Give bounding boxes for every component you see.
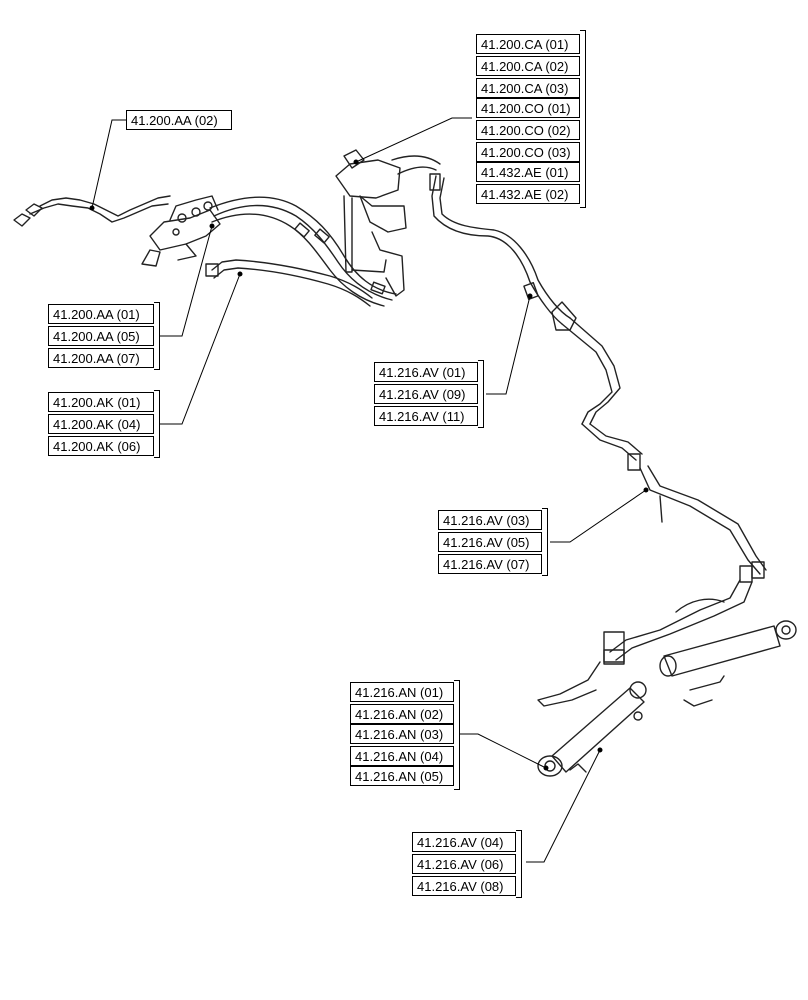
leader-lines: [89, 117, 649, 863]
callout-label: 41.200.AA (05): [48, 326, 154, 346]
callout-label: 41.216.AV (08): [412, 876, 516, 896]
callout-label: 41.216.AN (03): [350, 724, 454, 744]
callout-label: 41.216.AV (07): [438, 554, 542, 574]
callout-label: 41.200.CA (03): [476, 78, 580, 98]
callout-label: 41.432.AE (02): [476, 184, 580, 204]
callout-label: 41.216.AV (05): [438, 532, 542, 552]
callout-label: 41.200.CA (01): [476, 34, 580, 54]
callout-label: 41.216.AV (06): [412, 854, 516, 874]
callout-label: 41.216.AV (03): [438, 510, 542, 530]
callout-bracket: [580, 30, 586, 208]
callout-label: 41.216.AV (11): [374, 406, 478, 426]
callout-label: 41.216.AV (01): [374, 362, 478, 382]
callout-bracket: [154, 302, 160, 370]
callout-bracket: [542, 508, 548, 576]
callout-label: 41.216.AV (04): [412, 832, 516, 852]
callout-bracket: [454, 680, 460, 790]
right-cylinder: [659, 620, 797, 707]
callout-label: 41.216.AV (09): [374, 384, 478, 404]
callout-label: 41.200.CO (02): [476, 120, 580, 140]
callout-label: 41.200.CA (02): [476, 56, 580, 76]
callout-label: 41.200.AA (02): [126, 110, 232, 130]
callout-label: 41.216.AN (04): [350, 746, 454, 766]
control-valve-block: [141, 195, 221, 267]
callout-label: 41.200.AK (01): [48, 392, 154, 412]
callout-label: 41.200.CO (01): [476, 98, 580, 118]
callout-label: 41.216.AN (02): [350, 704, 454, 724]
callout-label: 41.216.AN (05): [350, 766, 454, 786]
callout-label: 41.216.AN (01): [350, 682, 454, 702]
callout-label: 41.200.AA (01): [48, 304, 154, 324]
main-hose-bundle: [209, 196, 397, 307]
central-valve-frame: [335, 149, 441, 297]
callout-bracket: [516, 830, 522, 898]
callout-label: 41.200.CO (03): [476, 142, 580, 162]
callout-label: 41.200.AA (07): [48, 348, 154, 368]
callout-bracket: [154, 390, 160, 458]
callout-label: 41.432.AE (01): [476, 162, 580, 182]
lower-hose: [205, 259, 373, 307]
cylinder-feed-lines: [537, 579, 753, 707]
rear-hose-run: [429, 173, 767, 583]
callout-bracket: [478, 360, 484, 428]
callout-label: 41.200.AK (04): [48, 414, 154, 434]
callout-label: 41.200.AK (06): [48, 436, 154, 456]
left-quick-couplers: [13, 195, 171, 227]
